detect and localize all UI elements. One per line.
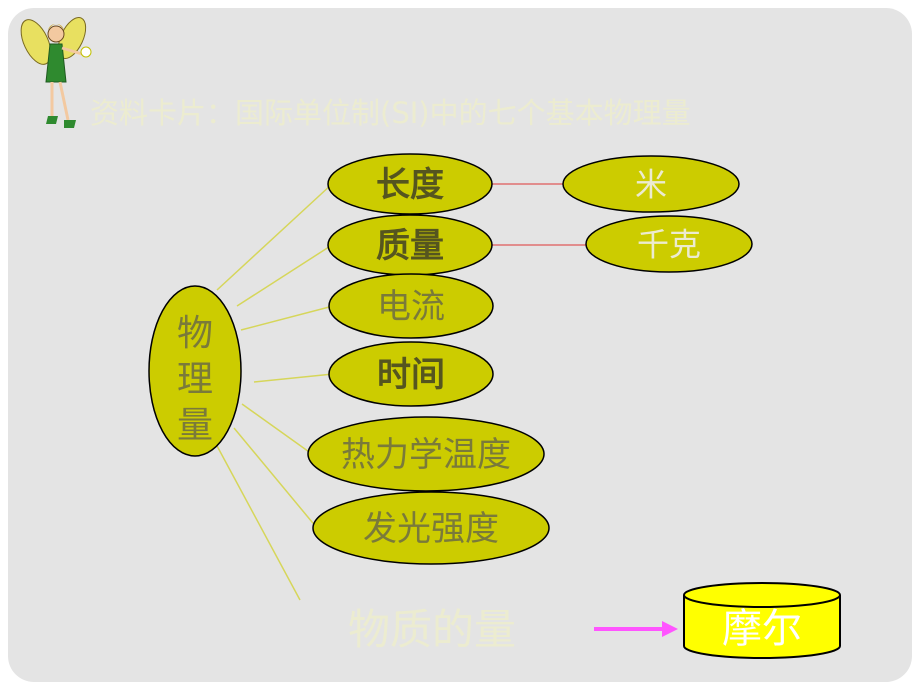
connector-line bbox=[253, 373, 334, 383]
quantity-node-current bbox=[328, 273, 494, 339]
unit-label-meter: 米 bbox=[635, 166, 667, 204]
unit-node-meter bbox=[562, 155, 740, 213]
root-node-char: 物 bbox=[177, 313, 213, 354]
connector-line bbox=[216, 183, 333, 291]
connector-line bbox=[215, 443, 301, 601]
quantity-node-length bbox=[327, 153, 493, 215]
quantity-node-temperature bbox=[307, 416, 545, 492]
root-node-char: 量 bbox=[177, 405, 213, 446]
slide: 资料卡片：国际单位制(SI)中的七个基本物理量 物理量 长度质量电流时间热力学温度… bbox=[8, 8, 912, 682]
mole-unit-label: 摩尔 bbox=[722, 606, 802, 652]
connector-line bbox=[241, 403, 313, 455]
connector-line bbox=[233, 427, 318, 529]
quantity-node-luminous bbox=[312, 491, 550, 565]
connectors bbox=[215, 183, 586, 601]
amount-of-substance-label: 物质的量 bbox=[348, 605, 516, 654]
connector-line bbox=[236, 244, 333, 307]
quantity-label-luminous: 发光强度 bbox=[363, 509, 499, 549]
fairy-icon bbox=[20, 17, 92, 128]
slide-title: 资料卡片：国际单位制(SI)中的七个基本物理量 bbox=[90, 96, 691, 130]
quantities-diagram: 资料卡片：国际单位制(SI)中的七个基本物理量 物理量 长度质量电流时间热力学温度… bbox=[20, 17, 841, 659]
quantity-label-time: 时间 bbox=[377, 355, 445, 395]
unit-node-kilogram bbox=[585, 215, 753, 273]
quantity-label-current: 电流 bbox=[377, 287, 445, 327]
connector-line bbox=[240, 305, 334, 331]
unit-label-kilogram: 千克 bbox=[637, 226, 701, 264]
quantity-label-temperature: 热力学温度 bbox=[341, 435, 511, 475]
root-node bbox=[148, 285, 242, 457]
quantity-label-length: 长度 bbox=[376, 165, 444, 205]
root-node-char: 理 bbox=[177, 359, 213, 400]
arrow-right-icon bbox=[594, 621, 678, 637]
quantity-label-mass: 质量 bbox=[376, 226, 444, 266]
cylinder-icon bbox=[683, 582, 841, 659]
quantity-node-time bbox=[328, 341, 494, 407]
